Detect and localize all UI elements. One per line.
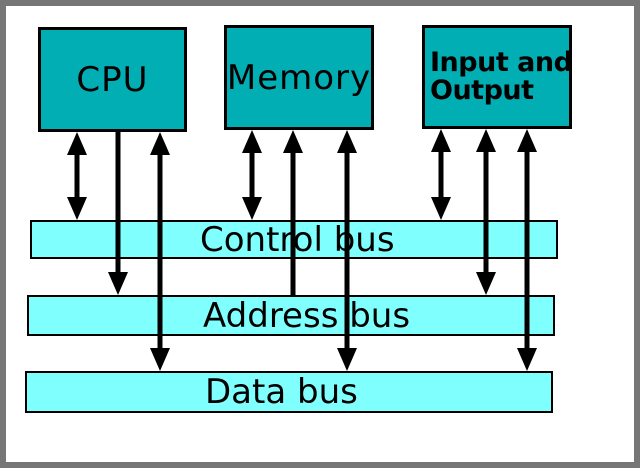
memory-label: Memory bbox=[226, 57, 372, 98]
control-bus-label: Control bus bbox=[200, 219, 395, 260]
cpu-box: CPU bbox=[38, 27, 187, 132]
input-output-label: Input and Output bbox=[430, 46, 573, 106]
address-bus-label: Address bus bbox=[203, 295, 411, 336]
address-bus-bar: Address bus bbox=[27, 295, 555, 336]
arrow-io-address-bus bbox=[476, 129, 496, 295]
control-bus-bar: Control bus bbox=[30, 219, 558, 260]
arrow-cpu-control-bus bbox=[67, 132, 87, 220]
input-output-box: Input and Output bbox=[422, 25, 573, 129]
arrow-memory-control-bus bbox=[242, 130, 262, 220]
data-bus-label: Data bus bbox=[205, 372, 358, 412]
arrow-cpu-address-bus bbox=[108, 132, 128, 295]
memory-box: Memory bbox=[224, 25, 374, 130]
arrow-io-control-bus bbox=[431, 129, 451, 220]
arrow-memory-address-bus bbox=[283, 130, 303, 295]
cpu-label: CPU bbox=[76, 59, 149, 100]
data-bus-bar: Data bus bbox=[25, 371, 553, 413]
